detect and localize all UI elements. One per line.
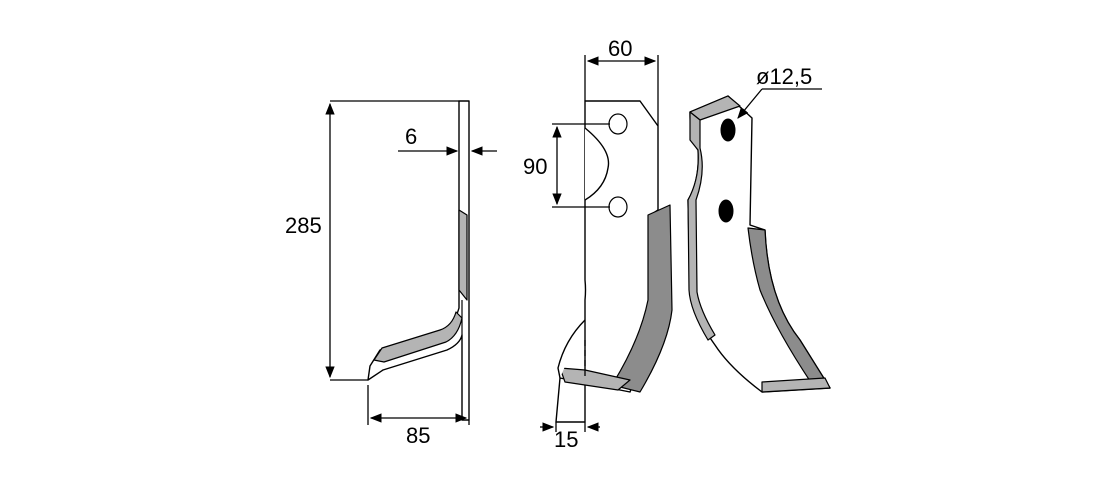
- front-view-lower-curve: [557, 319, 586, 379]
- front-view: 60 90 15: [523, 36, 673, 452]
- side-view: 285 6 85: [285, 100, 497, 448]
- foot-width-dimension-label: 85: [406, 423, 430, 448]
- lower-hole: [608, 196, 628, 218]
- perspective-view: ø12,5: [687, 64, 831, 393]
- perspective-upper-hole: [720, 118, 736, 142]
- perspective-left-face: [687, 111, 716, 341]
- perspective-lower-hole: [718, 199, 734, 223]
- upper-hole: [608, 113, 628, 135]
- front-view-notch: [584, 127, 610, 201]
- side-view-foot-bevel: [373, 311, 463, 363]
- perspective-cutting-edge: [747, 227, 831, 389]
- thickness-dimension-label: 6: [405, 124, 417, 149]
- side-view-blade-outline: [367, 100, 470, 421]
- side-view-bevel: [458, 209, 468, 301]
- height-dimension-label: 285: [285, 213, 322, 238]
- tip-offset-dimension-label: 15: [554, 427, 578, 452]
- hole-spacing-dimension-label: 90: [523, 154, 547, 179]
- perspective-foot-face: [761, 377, 831, 393]
- front-view-cutting-edge: [611, 204, 673, 393]
- hole-diameter-label: ø12,5: [756, 64, 812, 89]
- front-view-foot-bevel: [559, 367, 631, 391]
- hole-diameter-leader: [737, 88, 763, 119]
- top-width-dimension-label: 60: [608, 36, 632, 61]
